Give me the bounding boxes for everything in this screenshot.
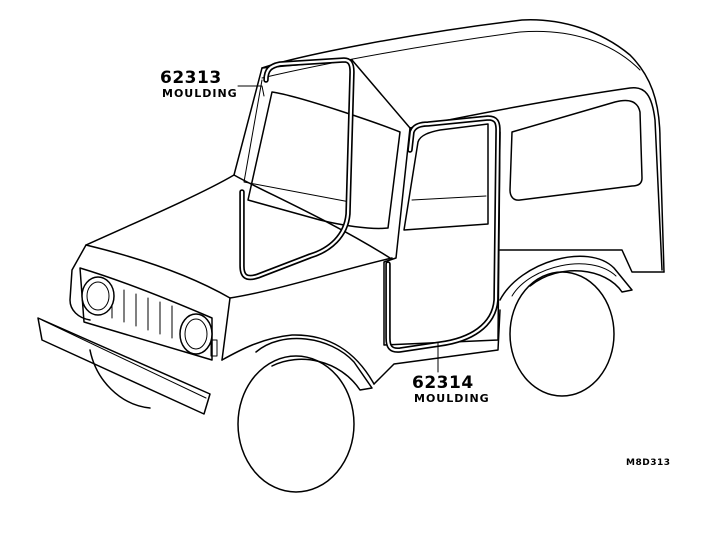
- rear-wheel: [509, 271, 615, 397]
- right-headlight-ring: [184, 318, 208, 350]
- turn-signal: [210, 339, 218, 357]
- rear-fender-lip: [511, 263, 617, 297]
- part-name-62313: MOULDING: [162, 87, 238, 100]
- roof-line-2: [261, 30, 641, 79]
- door-outline: [383, 127, 501, 346]
- door-moulding-inner: [386, 116, 500, 352]
- bumper-face: [41, 319, 207, 399]
- hood-top: [233, 174, 391, 259]
- front-bumper: [37, 317, 211, 415]
- leader-line-62313: [237, 85, 265, 97]
- part-number-62314: 62314: [412, 373, 474, 393]
- cowl-line: [229, 257, 393, 299]
- part-name-62314: MOULDING: [414, 392, 490, 405]
- left-headlight-ring: [86, 281, 110, 311]
- windshield-inner: [243, 79, 351, 203]
- front-fender-side: [221, 334, 375, 385]
- windshield-moulding-inner: [240, 58, 354, 279]
- door-window-inner: [411, 195, 487, 201]
- front-wheel-inner: [89, 349, 151, 409]
- grille-bars: [111, 285, 173, 339]
- part-number-62313: 62313: [160, 68, 222, 88]
- hood-outline: [69, 174, 235, 321]
- windshield-glass: [247, 91, 401, 230]
- rear-side-window: [509, 99, 643, 201]
- rear-fender-arch: [499, 255, 633, 301]
- front-fender-arch: [255, 337, 373, 391]
- hood-front-edge: [85, 244, 231, 361]
- windshield-moulding: [239, 57, 355, 281]
- roof-outline: [261, 19, 665, 273]
- figure-code: M8D313: [626, 458, 671, 468]
- windshield-frame: [233, 59, 353, 176]
- roof-side-edge: [409, 87, 663, 271]
- body-rocker: [373, 309, 501, 385]
- door-window: [403, 123, 489, 231]
- body-rear-panel: [499, 249, 665, 273]
- front-wheel: [237, 355, 355, 493]
- door-moulding: [385, 115, 501, 353]
- grille-panel: [79, 267, 213, 361]
- roof-rear-edge: [351, 59, 411, 129]
